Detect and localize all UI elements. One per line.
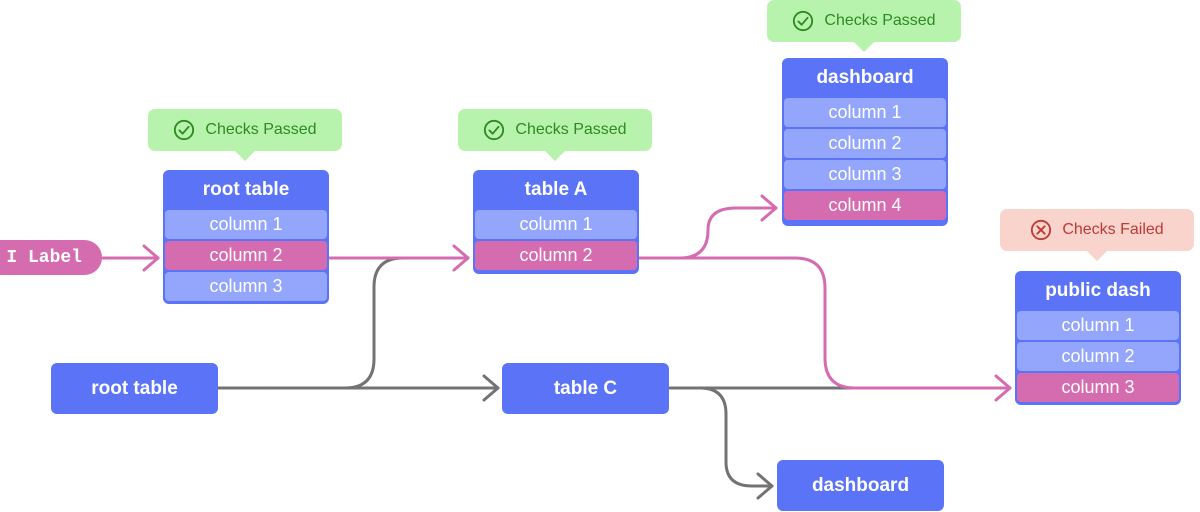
column-row[interactable]: column 1 <box>165 210 327 239</box>
edge-arrowhead <box>760 194 778 222</box>
column-row-highlighted[interactable]: column 2 <box>165 241 327 270</box>
badge-label: Checks Passed <box>205 121 317 138</box>
badge-label: Checks Failed <box>1062 221 1164 238</box>
column-row[interactable]: column 1 <box>1017 311 1179 340</box>
check-circle-icon <box>484 119 505 141</box>
node-title: public dash <box>1045 280 1151 301</box>
check-circle-icon <box>793 10 814 32</box>
node-root-table-2[interactable]: root table <box>51 363 218 414</box>
node-title: root table <box>202 179 290 200</box>
badge-root-table: Checks Passed <box>148 109 342 161</box>
node-table-c[interactable]: table C <box>502 363 669 414</box>
column-row-highlighted[interactable]: column 2 <box>475 241 637 270</box>
badge-public-dash: Checks Failed <box>1000 209 1194 261</box>
column-row[interactable]: column 1 <box>784 98 946 127</box>
badge-label: Checks Passed <box>824 12 936 29</box>
node-title: dashboard <box>816 67 914 88</box>
column-row[interactable]: column 2 <box>1017 342 1179 371</box>
edge-arrowhead <box>994 374 1012 402</box>
badge-label: Checks Passed <box>515 121 627 138</box>
node-public-dash[interactable]: public dash column 1 column 2 column 3 <box>1015 271 1181 405</box>
edge-arrowhead <box>452 244 470 272</box>
edge-arrowhead <box>142 244 160 272</box>
node-table-a[interactable]: table A column 1 column 2 <box>473 170 639 274</box>
column-row-highlighted[interactable]: column 4 <box>784 191 946 220</box>
badge-table-a: Checks Passed <box>458 109 652 161</box>
x-circle-icon <box>1031 219 1052 241</box>
check-circle-icon <box>174 119 195 141</box>
edge-root-table-2-to-table-a <box>263 256 427 390</box>
node-title: table A <box>524 179 588 200</box>
edge-arrowhead <box>482 374 500 402</box>
column-row[interactable]: column 2 <box>784 129 946 158</box>
source-label-pill[interactable]: I Label <box>0 240 102 275</box>
node-dashboard-2[interactable]: dashboard <box>777 460 944 511</box>
column-row[interactable]: column 3 <box>165 272 327 301</box>
edge-table-c-to-dashboard-2 <box>698 386 774 488</box>
badge-dashboard: Checks Passed <box>767 0 961 52</box>
column-row-highlighted[interactable]: column 3 <box>1017 373 1179 402</box>
node-dashboard[interactable]: dashboard column 1 column 2 column 3 col… <box>782 58 948 226</box>
edge-table-a-col2-to-public-col3 <box>638 256 1012 390</box>
column-row[interactable]: column 3 <box>784 160 946 189</box>
column-row[interactable]: column 1 <box>475 210 637 239</box>
edge-table-a-col2-to-dashboard-col4 <box>638 206 778 260</box>
edge-arrowhead <box>756 472 774 500</box>
node-root-table[interactable]: root table column 1 column 2 column 3 <box>163 170 329 304</box>
